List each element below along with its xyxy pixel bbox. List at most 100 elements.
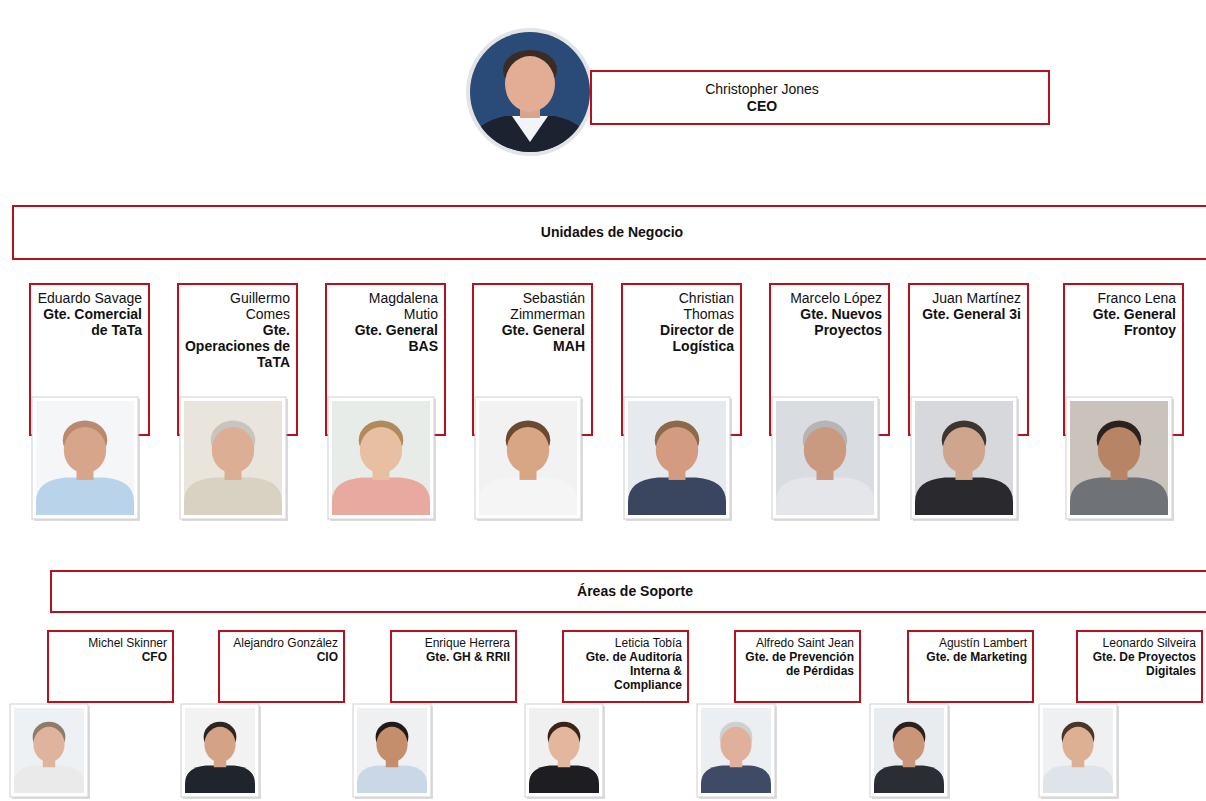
photo-frame [180,397,286,519]
job-title: CFO [53,650,167,664]
photo-backdrop [529,708,599,793]
photo-backdrop [479,401,577,515]
ceo-box: Christopher JonesCEO [590,70,1050,125]
photo-shadow [330,399,436,521]
photo-shoulders [357,765,427,793]
job-title: Gte. General BAS [331,322,438,354]
photo-shoulders [915,478,1013,515]
photo-shoulders [185,765,255,793]
photo-backdrop [184,401,282,515]
person-name: Enrique Herrera [396,636,510,650]
photo-shadow [182,399,288,521]
photo-shoulders [36,478,134,515]
portrait-photo [697,704,777,799]
position-box: Juan MartínezGte. General 3i [908,283,1029,397]
portrait-photo [911,397,1019,521]
portrait-photo [624,397,732,521]
photo-frame [10,704,88,797]
photo-frame [1039,704,1117,797]
portrait-suit [470,116,590,160]
section-band: Unidades de Negocio [12,205,1206,260]
portrait-photo [180,397,288,521]
portrait-face [505,56,555,112]
photo-backdrop [915,401,1013,515]
person-name: Guillermo Comes [183,290,290,322]
job-title: Gte. de Marketing [913,650,1027,664]
photo-frame [353,704,431,797]
photo-shoulders [479,478,577,515]
photo-shadow [34,399,140,521]
job-title: Gte. Operaciones de TaTA [183,322,290,370]
position-box: Alejandro GonzálezCIO [218,630,345,703]
photo-backdrop [332,401,430,515]
photo-backdrop [14,708,84,793]
photo-frame [328,397,434,519]
person-name: Alfredo Saint Jean [740,636,854,650]
portrait-photo [328,397,436,521]
photo-shadow [477,399,583,521]
position-box: Magdalena MutioGte. General BAS [325,283,446,397]
photo-frame [624,397,730,519]
photo-backdrop [357,708,427,793]
photo-frame [911,397,1017,519]
photo-face [212,427,254,473]
position-box: Sebastián ZimmermanGte. General MAH [472,283,593,397]
portrait-photo [772,397,880,521]
photo-shoulders [184,478,282,515]
photo-shadow [626,399,732,521]
position-box: Alfredo Saint JeanGte. de Prevención de … [734,630,861,703]
photo-shadow [183,706,261,799]
photo-face [720,727,751,762]
photo-shoulders [1070,478,1168,515]
photo-backdrop [1070,401,1168,515]
photo-shoulders [874,765,944,793]
job-title: Gte. General Frontoy [1069,306,1176,338]
photo-shoulders [701,765,771,793]
photo-shoulders [14,765,84,793]
portrait-backdrop [468,30,592,154]
photo-frame [181,704,259,797]
photo-backdrop [36,401,134,515]
person-name: Magdalena Mutio [331,290,438,322]
portrait-glow [466,28,594,156]
photo-backdrop [628,401,726,515]
photo-backdrop [185,708,255,793]
photo-face [804,427,846,473]
photo-frame [32,397,138,519]
photo-backdrop [776,401,874,515]
position-box: Michel SkinnerCFO [47,630,174,703]
photo-backdrop [874,708,944,793]
photo-shadow [1068,399,1174,521]
photo-shadow [1041,706,1119,799]
position-box: Marcelo LópezGte. Nuevos Proyectos [769,283,890,397]
photo-face [548,727,579,762]
job-title: Gte. De Proyectos Digitales [1082,650,1196,678]
section-title: Unidades de Negocio [541,224,683,241]
photo-face [64,427,106,473]
person-name: Christopher Jones [596,81,928,98]
photo-shadow [872,706,950,799]
position-box: Eduardo SavageGte. Comercial de TaTa [29,283,150,397]
person-name: Sebastián Zimmerman [478,290,585,322]
photo-face [204,727,235,762]
photo-shadow [355,706,433,799]
person-name: Alejandro González [224,636,338,650]
photo-shoulders [628,478,726,515]
photo-face [376,727,407,762]
photo-shoulders [776,478,874,515]
portrait-photo [32,397,140,521]
person-name: Michel Skinner [53,636,167,650]
person-name: Franco Lena [1069,290,1176,306]
portrait-photo [353,704,433,799]
photo-frame [697,704,775,797]
photo-shadow [774,399,880,521]
portrait-photo [1066,397,1174,521]
portrait-photo [1039,704,1119,799]
person-name: Christian Thomas [627,290,734,322]
photo-shoulders [332,478,430,515]
photo-frame [772,397,878,519]
portrait-photo [181,704,261,799]
portrait-photo [870,704,950,799]
person-name: Marcelo López [775,290,882,306]
job-title: Gte. de Auditoría Interna & Compliance [568,650,682,692]
